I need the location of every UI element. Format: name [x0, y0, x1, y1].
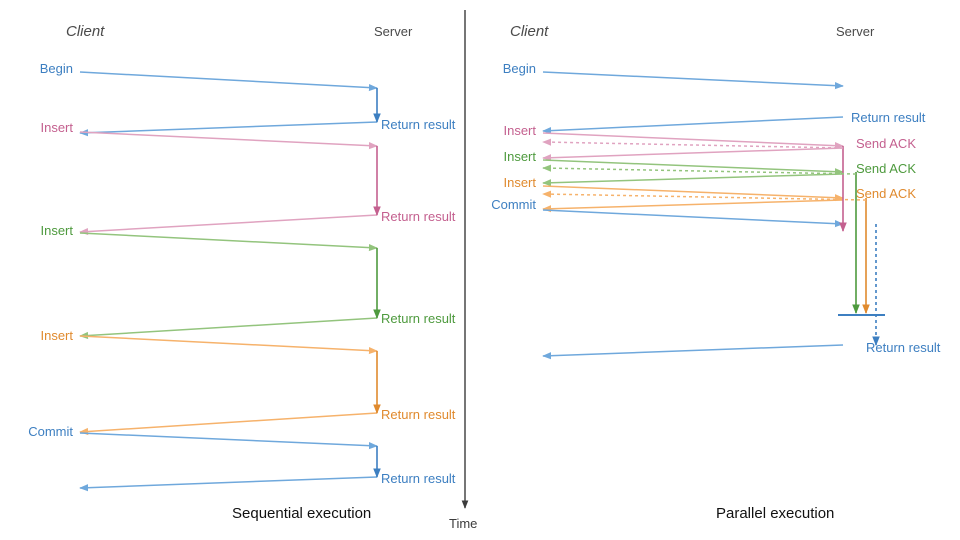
message-label-commit: Commit [28, 424, 73, 439]
time-axis-label: Time [449, 516, 478, 531]
lane-title-server: Server [836, 24, 875, 39]
message-label-return-result: Return result [381, 471, 456, 486]
message-label-return-result: Return result [381, 117, 456, 132]
message-arrow-request [542, 132, 844, 150]
message-arrow-response [79, 121, 378, 137]
message-label-send-ack: Send ACK [856, 186, 916, 201]
message-arrow-response [79, 214, 378, 236]
message-arrow-response [542, 116, 844, 135]
message-label-return-result: Return result [381, 311, 456, 326]
ack-dotted-line [542, 138, 844, 149]
message-label-return-result: Return result [381, 209, 456, 224]
message-label-insert: Insert [40, 120, 73, 135]
panel-caption-parallel: Parallel execution [716, 505, 835, 522]
message-arrow-request [542, 185, 844, 202]
lane-title-client: Client [66, 23, 105, 40]
message-arrow-request [542, 209, 844, 228]
lane-title-server: Server [374, 24, 413, 39]
message-arrow-request [79, 335, 378, 355]
message-arrow-response [542, 344, 844, 360]
panel-caption-sequential: Sequential execution [232, 505, 372, 522]
ack-dotted-line [542, 164, 857, 175]
message-label-send-ack: Send ACK [856, 136, 916, 151]
lane-title-client: Client [510, 23, 549, 40]
message-label-return-result: Return result [866, 340, 941, 355]
message-arrow-request [79, 71, 378, 92]
message-label-return-result: Return result [851, 110, 926, 125]
message-label-commit: Commit [491, 197, 536, 212]
message-label-insert: Insert [40, 223, 73, 238]
message-arrow-request [79, 432, 378, 450]
message-arrow-response [79, 317, 378, 340]
message-label-insert: Insert [503, 123, 536, 138]
message-arrow-response [79, 412, 378, 436]
message-label-insert: Insert [503, 175, 536, 190]
message-label-begin: Begin [39, 61, 73, 76]
message-arrow-response [79, 476, 378, 492]
message-label-send-ack: Send ACK [856, 161, 916, 176]
message-arrow-request [79, 232, 378, 252]
message-arrow-response [542, 147, 844, 162]
message-arrow-response [542, 173, 844, 187]
message-label-insert: Insert [503, 149, 536, 164]
message-label-insert: Insert [40, 328, 73, 343]
message-arrow-request [542, 159, 844, 176]
message-label-return-result: Return result [381, 407, 456, 422]
message-arrow-request [79, 131, 378, 150]
message-arrow-request [542, 71, 844, 90]
message-label-begin: Begin [502, 61, 536, 76]
message-arrow-response [542, 199, 844, 213]
